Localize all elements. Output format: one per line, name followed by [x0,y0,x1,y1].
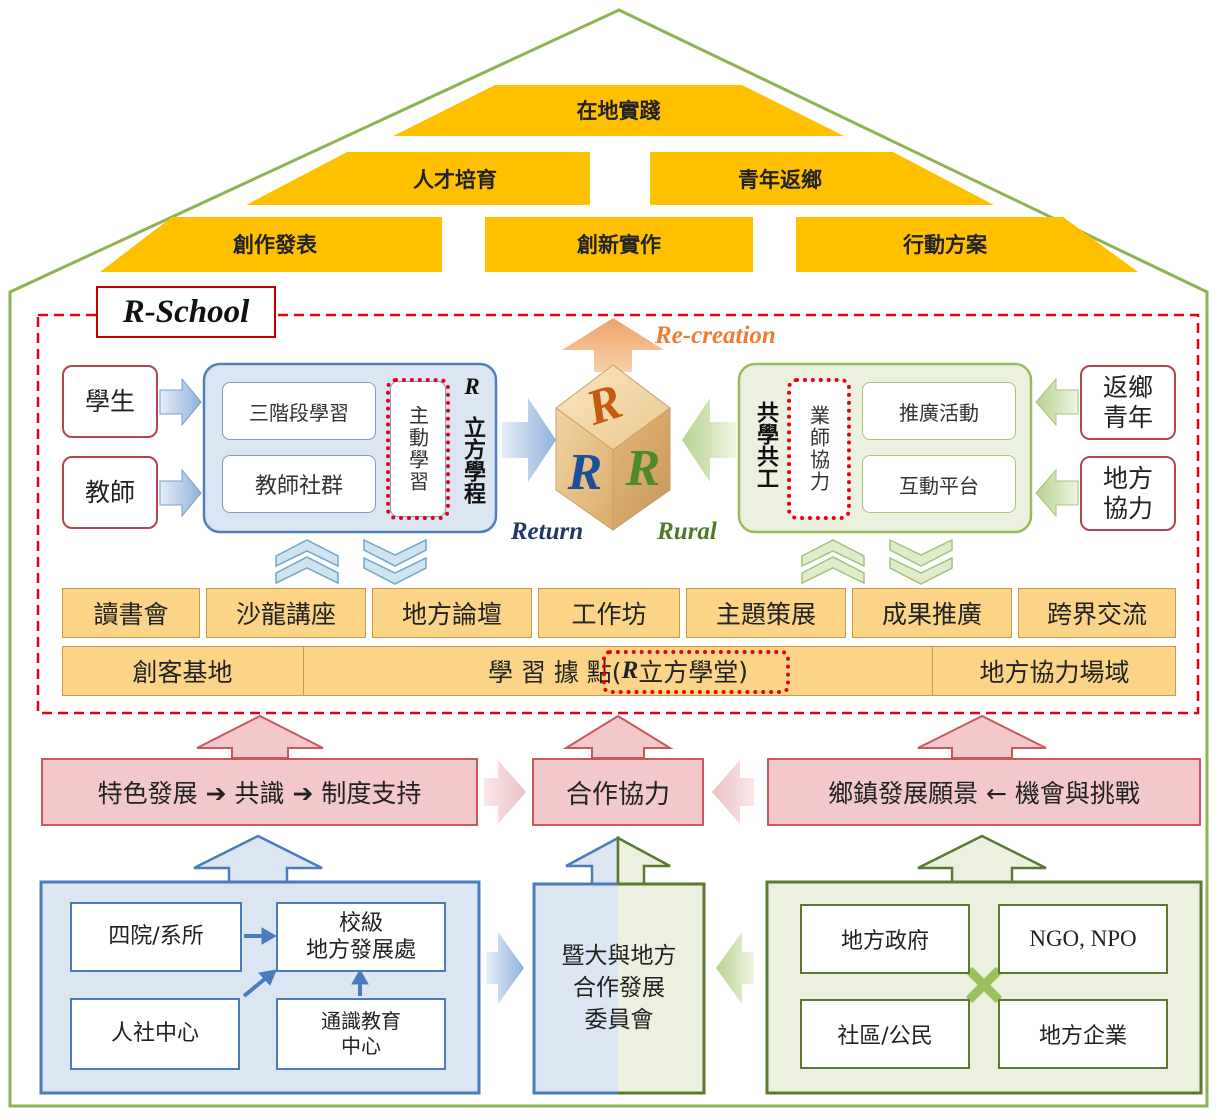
township-vision-box: 鄉鎮發展願景 ← 機會與挑戰 [767,758,1201,826]
feature-development-box: 特色發展 ➔ 共識 ➔ 制度支持 [41,758,478,826]
cube-right-face [612,407,671,531]
cooperation-box: 合作協力 [532,758,704,826]
rschool-border [36,313,1200,715]
arrow-teacher-to-panel [159,468,202,518]
cube-left-r: R [567,443,603,501]
learning-hub-highlight [602,650,790,694]
colleges-departments-box: 四院/系所 [70,902,242,972]
left-panel-r-letter: R [464,374,480,399]
up-arrow-left-mid [196,714,324,759]
arrow-youth-to-panel [1035,377,1079,427]
learning-hub-name: 立方學堂 [638,658,739,687]
activity-local-forum: 地方論壇 [372,588,532,638]
learning-hub-prefix: 學 習 據 點( [487,658,622,687]
pink-arrow-right-to-center [712,760,754,824]
returning-youth-box: 返鄉 青年 [1080,365,1176,440]
up-arrow-center-bottom-left [565,835,620,886]
activity-results-promotion: 成果推廣 [852,588,1012,638]
cube-right-r: R [625,439,661,497]
activity-workshop: 工作坊 [538,588,680,638]
bottom-center-panel-left [534,883,618,1093]
mentor-collaboration: 業師協力 [791,381,847,517]
roof-band-row2-left [246,152,590,205]
roof-row3-label-3: 行動方案 [903,233,987,257]
roof-row2-label-1: 人才培育 [413,168,497,192]
return-label: Return [510,518,584,545]
up-arrow-left-bottom [193,834,323,884]
local-collaboration-field: 地方協力場域 [932,646,1176,696]
local-enterprise-box: 地方企業 [998,999,1168,1069]
roof-row2-label-2: 青年返鄉 [738,168,822,192]
learning-hub-r: R [621,657,639,684]
student-box: 學生 [62,365,158,438]
community-citizen-box: 社區/公民 [800,999,970,1069]
left-panel-side-label: 立方學程 [460,416,485,504]
chevrons-right-down [889,538,953,585]
house-outline [8,8,1209,1108]
up-arrow-center-bottom-right [616,835,671,886]
up-arrow-center-mid [562,714,674,759]
bottom-center-border-right [618,882,706,1095]
up-arrow-right-mid [917,714,1047,759]
mentor-collaboration-highlight [787,378,851,520]
up-arrow-right-bottom [917,834,1047,884]
rural-label: Rural [657,518,717,545]
teacher-community: 教師社群 [222,455,376,513]
arrow-left-panel-to-cube [502,398,556,482]
bases-row [62,646,1176,696]
active-learning-highlight [386,378,450,520]
interactive-platform: 互動平台 [862,455,1016,513]
arrow-local-to-panel [1035,468,1079,518]
activity-cross-boundary: 跨界交流 [1018,588,1176,638]
green-arrow-to-committee [716,932,754,1004]
humanities-center-box: 人社中心 [70,998,240,1070]
recreation-label: Re-creation [655,322,776,349]
committee-label: 暨大與地方 合作發展 委員會 [561,942,677,1034]
roof-band-row3-left [100,217,442,272]
arrow-recreation-up [562,318,664,372]
partner-cross [965,966,1003,1004]
arrow-student-to-panel [159,377,202,427]
roof-row3-label-2: 創新實作 [577,233,661,257]
active-learning: 主動學習 [390,381,446,517]
school-local-office-box: 校級 地方發展處 [276,902,446,972]
activity-themed-exhibition: 主題策展 [686,588,846,638]
local-collaboration-box: 地方 協力 [1080,456,1176,531]
roof-band-row3-center [485,217,753,272]
learning-hub-suffix: ) [738,656,749,686]
pink-arrow-left-to-center [484,760,526,824]
rschool-title: R-School [96,286,276,338]
activity-salon-lecture: 沙龍講座 [206,588,366,638]
teacher-box: 教師 [62,456,158,529]
bottom-center-panel-right [618,883,704,1093]
roof-row3-label-1: 創作發表 [233,233,317,257]
general-education-box: 通識教育 中心 [276,998,446,1070]
bottom-left-arrows [242,927,369,998]
roof-band-top [393,85,844,136]
maker-base: 創客基地 [62,646,304,696]
chevrons-left-down [363,538,427,585]
right-panel-side-label: 共學共工 [753,401,778,489]
three-stage-learning: 三階段學習 [222,382,376,440]
bottom-center-border-left [532,882,618,1095]
chevrons-right-up [801,539,865,585]
activity-reading-club: 讀書會 [62,588,200,638]
ngo-npo-box: NGO, NPO [998,904,1168,974]
promotion-activities: 推廣活動 [862,382,1016,440]
roof-band-row3-right [796,217,1138,272]
arrow-right-panel-to-cube [682,398,736,482]
local-government-box: 地方政府 [800,904,970,974]
roof-band-row2-right [650,152,994,205]
chevrons-left-up [275,539,339,585]
blue-arrow-to-committee [486,932,524,1004]
roof-top-label: 在地實踐 [576,99,661,123]
